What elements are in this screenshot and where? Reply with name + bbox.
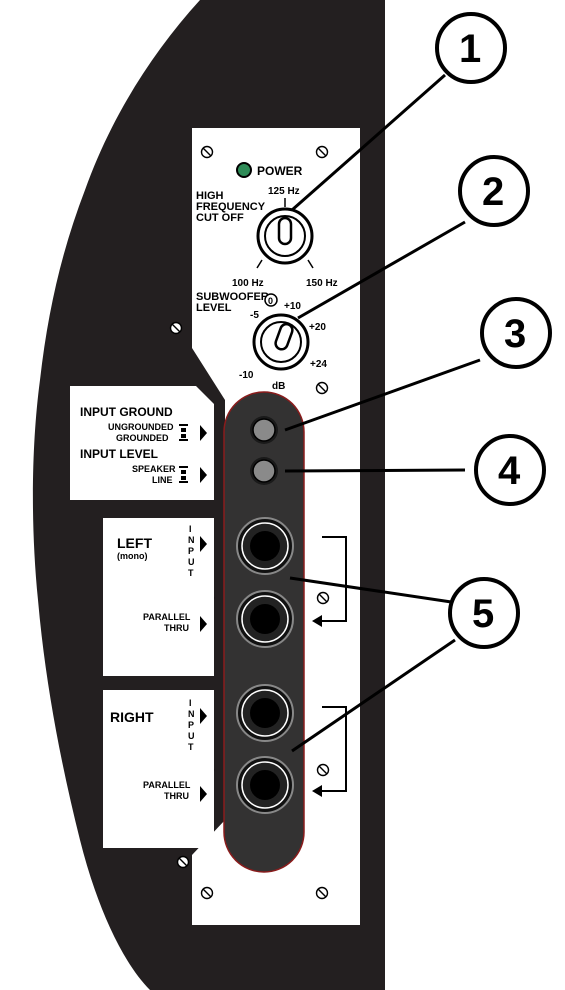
sub-m5-label: -5 [250, 310, 259, 321]
right-input-letter: P [188, 720, 194, 730]
leader-5b [291, 638, 456, 753]
switch-up-icon [179, 424, 188, 432]
right-parallel-bracket-icon [322, 706, 347, 792]
left-input-letter: N [188, 535, 195, 545]
level-opt-line: LINE [152, 475, 173, 485]
leader-4 [284, 468, 466, 473]
arrow-right-icon [200, 786, 207, 802]
screw-icon [316, 763, 330, 777]
leader-5a [289, 576, 459, 605]
right-input-jack[interactable] [236, 684, 294, 742]
svg-text:4: 4 [498, 449, 521, 493]
hf-mid-label: 125 Hz [268, 186, 300, 197]
sub-m10-label: -10 [239, 370, 254, 381]
ground-opt-ungrounded: UNGROUNDED [108, 422, 174, 432]
input-level-title: INPUT LEVEL [80, 447, 158, 461]
right-parallel-thru-jack[interactable] [236, 756, 294, 814]
hf-label-line1: HIGH [196, 190, 224, 202]
power-led-icon [236, 162, 252, 178]
right-thru-line2: THRU [164, 791, 189, 801]
input-level-switch[interactable] [250, 457, 278, 485]
right-input-letter: N [188, 709, 195, 719]
left-label-box [103, 518, 214, 676]
screw-icon [169, 321, 183, 335]
left-thru-line2: THRU [164, 623, 189, 633]
leader-2 [297, 220, 466, 320]
left-subtitle: (mono) [117, 551, 148, 561]
left-title: LEFT [117, 535, 152, 551]
arrow-right-icon [200, 425, 207, 441]
arrow-left-icon [312, 615, 322, 627]
callout-1: 1 [435, 12, 507, 84]
sub-p20-label: +20 [309, 322, 326, 333]
sub-zero-marker [264, 293, 278, 307]
callout-3: 3 [480, 297, 552, 369]
right-label-box [103, 690, 214, 848]
svg-text:1: 1 [459, 27, 481, 71]
left-thru-line1: PARALLEL [143, 612, 191, 622]
hf-label-line3: CUT OFF [196, 212, 244, 224]
switch-up-icon [179, 466, 188, 474]
power-label: POWER [257, 164, 303, 178]
sub-unit-label: dB [272, 381, 285, 392]
input-ground-switch[interactable] [250, 416, 278, 444]
screw-icon [315, 381, 329, 395]
screw-icon [316, 591, 330, 605]
subwoofer-level-knob[interactable] [252, 313, 310, 371]
switch-down-icon [179, 434, 188, 441]
svg-text:5: 5 [472, 592, 494, 636]
callout-4: 4 [474, 434, 546, 506]
arrow-left-icon [312, 785, 322, 797]
screw-icon [200, 886, 214, 900]
switch-down-icon [179, 476, 188, 483]
left-input-letter: P [188, 546, 194, 556]
right-input-letter: T [188, 742, 194, 752]
leader-3 [284, 358, 481, 432]
left-input-letter: T [188, 568, 194, 578]
arrow-right-icon [200, 708, 207, 724]
callout-2: 2 [458, 155, 530, 227]
screw-icon [200, 145, 214, 159]
arrow-right-icon [200, 536, 207, 552]
screw-icon [315, 886, 329, 900]
sub-label-line2: LEVEL [196, 302, 232, 314]
ground-opt-grounded: GROUNDED [116, 433, 169, 443]
svg-text:3: 3 [504, 312, 526, 356]
screw-icon [315, 145, 329, 159]
hf-cutoff-knob[interactable] [256, 207, 314, 265]
callout-5: 5 [448, 577, 520, 649]
screw-icon [176, 855, 190, 869]
level-opt-speaker: SPEAKER [132, 464, 176, 474]
hf-max-label: 150 Hz [306, 278, 338, 289]
right-title: RIGHT [110, 709, 154, 725]
sub-zero-label: 0 [268, 296, 273, 306]
arrow-right-icon [200, 616, 207, 632]
sub-p24-label: +24 [310, 359, 327, 370]
input-ground-title: INPUT GROUND [80, 405, 173, 419]
left-input-letter: U [188, 557, 195, 567]
callout-leaders [284, 73, 481, 753]
right-input-letter: I [189, 698, 192, 708]
left-input-letter: I [189, 524, 192, 534]
right-input-letter: U [188, 731, 195, 741]
left-parallel-thru-jack[interactable] [236, 590, 294, 648]
leader-1 [291, 73, 446, 212]
svg-text:2: 2 [482, 170, 504, 214]
hf-min-label: 100 Hz [232, 278, 264, 289]
arrow-right-icon [200, 467, 207, 483]
left-input-jack[interactable] [236, 517, 294, 575]
hf-label-line2: FREQUENCY [196, 201, 266, 213]
sub-p10-label: +10 [284, 301, 301, 312]
switch-label-box [70, 386, 214, 500]
sub-label-line1: SUBWOOFER [196, 291, 269, 303]
right-thru-line1: PARALLEL [143, 780, 191, 790]
